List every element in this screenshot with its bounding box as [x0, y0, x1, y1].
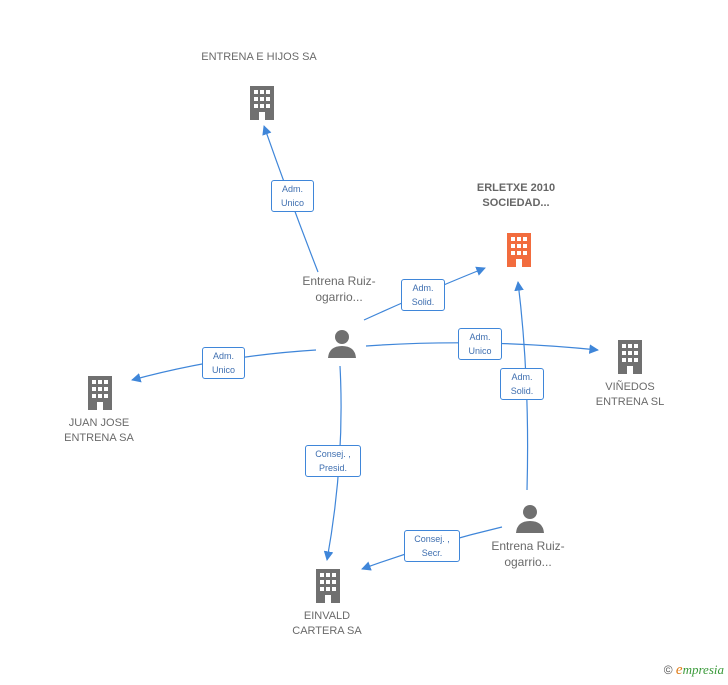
edge-label-adm-unico: Adm.Unico	[271, 180, 314, 212]
building-icon[interactable]	[614, 340, 646, 374]
edge-label-adm-solid: Adm.Solid.	[401, 279, 445, 311]
edge-label-consej-presid: Consej. ,Presid.	[305, 445, 361, 477]
node-label-person-a[interactable]: Entrena Ruiz-ogarrio...	[302, 274, 376, 304]
building-icon[interactable]	[84, 376, 116, 410]
person-icon[interactable]	[327, 328, 357, 358]
node-label-entrena-hijos[interactable]: ENTRENA E HIJOS SA	[201, 51, 317, 63]
edge-label-consej-secr: Consej. ,Secr.	[404, 530, 460, 562]
node-label-erletxe[interactable]: ERLETXE 2010 SOCIEDAD...	[476, 182, 556, 209]
node-label-juan-jose[interactable]: JUAN JOSE ENTRENA SA	[64, 417, 134, 444]
empresia-logo: © empresia	[663, 662, 724, 678]
edge-label-adm-unico: Adm.Unico	[202, 347, 245, 379]
node-label-vinedos[interactable]: VIÑEDOS ENTRENA SL	[595, 381, 665, 408]
person-icon[interactable]	[515, 503, 545, 533]
edge-label-adm-solid: Adm.Solid.	[500, 368, 544, 400]
copyright-symbol: ©	[663, 663, 673, 677]
building-icon[interactable]	[503, 233, 535, 267]
edge-label-adm-unico: Adm.Unico	[458, 328, 502, 360]
node-label-einvald[interactable]: EINVALD CARTERA SA	[292, 610, 362, 637]
building-icon[interactable]	[312, 569, 344, 603]
node-label-person-b[interactable]: Entrena Ruiz-ogarrio...	[491, 539, 565, 569]
building-icon[interactable]	[246, 86, 278, 120]
